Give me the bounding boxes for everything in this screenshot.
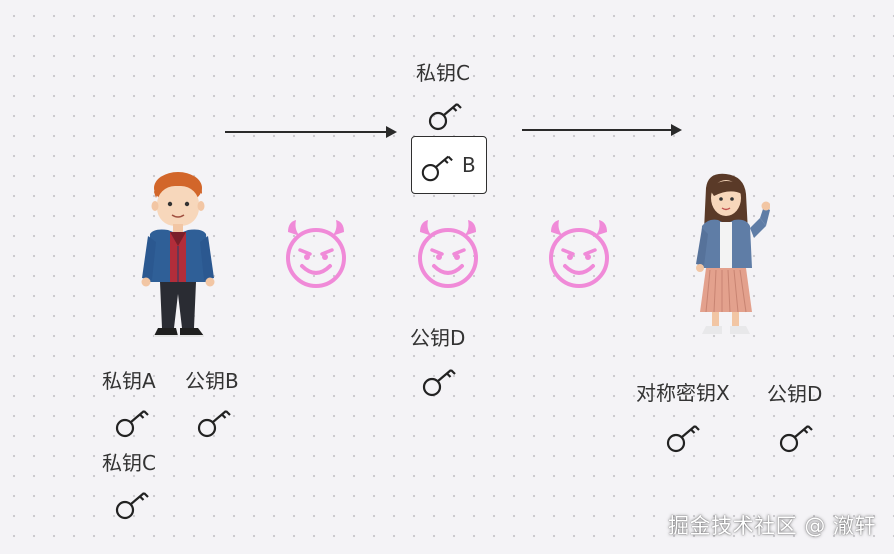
receiver-key-label-d: 公钥D <box>767 382 823 406</box>
devil-face-icon <box>280 218 352 290</box>
receiver-key-label-x: 对称密钥X <box>636 381 730 405</box>
key-icon <box>778 418 814 454</box>
key-icon <box>114 485 150 521</box>
encrypted-box-label: B <box>462 153 476 177</box>
transit-public-key-label: 公钥D <box>410 326 466 350</box>
devil-face-icon <box>412 218 484 290</box>
key-icon <box>420 149 454 183</box>
key-icon <box>114 403 150 439</box>
transit-outer-key-label: 私钥C <box>416 61 470 85</box>
watermark: 掘金技术社区 @ 澈轩 <box>668 514 876 538</box>
arrow-to-box <box>225 126 397 138</box>
sender-key-label-c: 私钥C <box>102 451 156 475</box>
devil-face-icon <box>543 218 615 290</box>
key-icon <box>665 418 701 454</box>
key-icon <box>427 96 463 132</box>
receiver-girl-avatar <box>694 172 771 336</box>
sender-key-label-a: 私钥A <box>102 369 156 393</box>
key-icon <box>421 362 457 398</box>
encrypted-box: B <box>411 136 487 194</box>
arrow-to-receiver <box>522 124 682 136</box>
sender-boy-avatar <box>140 170 220 340</box>
sender-key-label-b: 公钥B <box>185 369 239 393</box>
key-icon <box>196 403 232 439</box>
